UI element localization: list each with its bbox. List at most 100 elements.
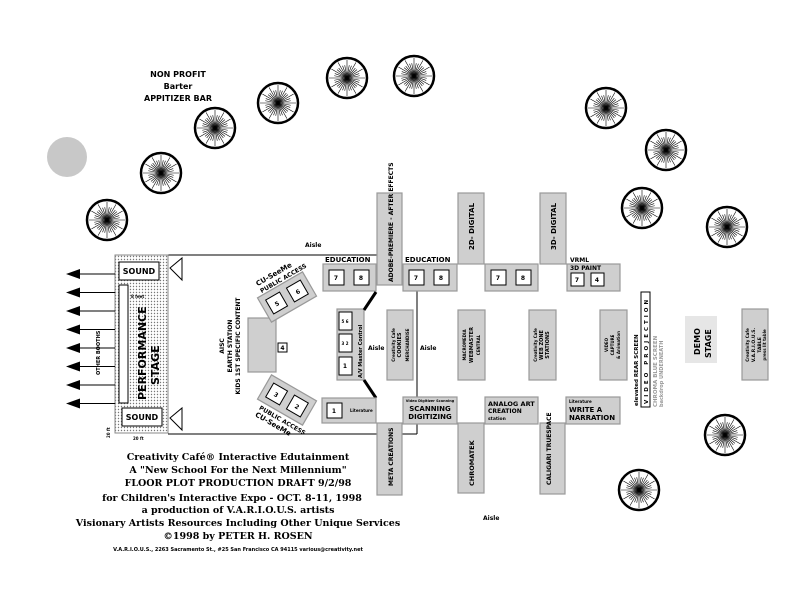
footer-line: Visionary Artists Resources Including Ot… — [75, 518, 400, 529]
webmaster-booth — [457, 309, 486, 381]
station-number: 3 — [272, 391, 279, 399]
chromatek-booth — [457, 422, 485, 494]
3d-digital-label: 3D- DIGITAL — [550, 202, 558, 250]
other-booths-arrows — [66, 269, 115, 409]
station-number: 6 — [295, 288, 302, 296]
arrow-head-icon — [66, 343, 80, 353]
footer-address: V.A.R.I.O.U.S., 2263 Sacramento St., #25… — [113, 547, 363, 553]
tree-icon — [705, 205, 749, 249]
booth-label: VIDEO — [604, 337, 609, 352]
booth-label: MACROMEDIA — [462, 329, 467, 361]
caligari-booth — [539, 422, 566, 495]
write-narration-booth — [565, 396, 621, 425]
stage-title: PERFORMANCE — [136, 306, 149, 400]
station-number: 1 — [332, 408, 336, 415]
booth-label: Creativity Cafe — [391, 328, 396, 362]
connector — [362, 379, 378, 399]
tree-icon — [325, 56, 369, 100]
bar-name: APPITIZER BAR — [144, 94, 212, 103]
tree-icon — [644, 128, 688, 172]
station-number: 4 — [280, 345, 284, 352]
arrow-head-icon — [66, 361, 80, 372]
booth-label: Video Digitizer Scanning — [406, 399, 455, 403]
screen-label: backdrop UNDERNEATH — [659, 341, 665, 407]
booth-label: MERCHANDISE — [405, 328, 410, 361]
footer-line: ©1998 by PETER H. ROSEN — [163, 531, 312, 542]
station-number: 2 — [293, 403, 300, 411]
connector — [362, 291, 378, 311]
screen-label: elevated REAR SCREEN — [634, 334, 640, 406]
tree-icon — [85, 198, 129, 242]
aisle-label: Aisle — [368, 345, 384, 352]
station-number: 8 — [359, 275, 363, 282]
station-number: 5 6 — [342, 319, 349, 324]
booth-label: CREATION — [488, 408, 522, 415]
tree-icon — [703, 413, 747, 457]
aisc-label: EARTH STATION — [227, 320, 234, 373]
booth-label: CAPTURE — [610, 334, 615, 355]
booth-label: station — [488, 416, 506, 422]
booth-label: CALIGARI TRUESPACE — [546, 412, 553, 485]
station-number: 8 — [439, 275, 443, 282]
booth-label: META CREATIONS — [388, 428, 395, 487]
video-projection-screen — [640, 291, 651, 408]
trees — [85, 54, 749, 512]
meta-creations-booth — [376, 422, 403, 496]
station-number: 4 — [595, 277, 599, 284]
demo-stage — [685, 316, 717, 363]
bar-title: NON PROFIT — [150, 70, 206, 79]
riser — [118, 284, 129, 404]
booth-label: Literature — [569, 399, 592, 404]
booth-label: press lit table — [762, 329, 767, 361]
public-access-bottom: 3 2 PUBLIC ACCESS CU-SeeMe — [254, 374, 318, 438]
booth-label: CHROMATEK — [468, 439, 476, 486]
demo-label: DEMO — [693, 328, 702, 355]
footer-credits: Creativity Café® Interactive Edutainment… — [75, 452, 400, 553]
footer-line: for Children's Interactive Expo - OCT. 8… — [102, 493, 362, 504]
arrow-head-icon — [66, 324, 80, 335]
screen-label: VIDEO PROJECTION — [644, 297, 650, 404]
station-box — [277, 342, 288, 353]
speaker-icon — [169, 406, 183, 432]
adobe-booth — [376, 192, 403, 286]
arrow-head-icon — [66, 398, 80, 409]
arrow-head-icon — [66, 380, 80, 390]
booth-label: CENTRAL — [476, 334, 481, 355]
footer-line: a production of V.A.R.I.O.U.S. artists — [142, 505, 335, 516]
2d-digital-label: 2D- DIGITAL — [468, 202, 476, 250]
aisle-label: Aisle — [305, 242, 321, 249]
booth-label: Creativity Cafe — [533, 328, 538, 362]
adobe-label: ADOBE-PREMIERE - AFTER EFFECTS — [388, 162, 395, 282]
footer-line: A "New School For the Next Millennium" — [128, 465, 346, 476]
stage-dimension: 20 ft — [133, 436, 144, 441]
education-label: EDUCATION — [325, 256, 371, 264]
booth-label: WEBMASTER — [469, 327, 475, 363]
booth-label: & Animation — [616, 331, 621, 359]
vrml-sublabel: 3D PAINT — [570, 265, 602, 272]
booth-label: SCANNING — [409, 405, 451, 413]
booth-label: COOKIES — [397, 332, 403, 357]
footer-line: Creativity Café® Interactive Edutainment — [127, 452, 350, 463]
footer-line: FLOOR PLOT PRODUCTION DRAFT 9/2/98 — [125, 478, 352, 489]
web-zone-booth — [528, 309, 557, 381]
tree-icon — [193, 106, 237, 150]
stage-subtitle: STAGE — [149, 345, 162, 385]
booth-label: STATIONS — [545, 331, 551, 359]
vrml-label: VRML — [570, 257, 589, 264]
public-access-top: 5 6 CU-SeeMe PUBLIC ACCESS — [255, 261, 318, 323]
booth-label: WEB ZONE — [539, 329, 545, 360]
tree-icon — [584, 86, 628, 130]
station-number: 8 — [521, 275, 525, 282]
booth-label: DIGITIZING — [408, 413, 452, 421]
sound-label: SOUND — [123, 267, 156, 276]
speaker-icon — [169, 256, 183, 282]
bar-subtitle: Barter — [164, 82, 193, 91]
arrow-head-icon — [66, 269, 80, 279]
arrow-head-icon — [66, 287, 80, 298]
booth-label: V.A.R.I.O.U.S. — [751, 328, 757, 363]
aisle-label: Aisle — [483, 515, 499, 522]
station-number: 3 2 — [342, 341, 349, 346]
tree-icon — [256, 81, 300, 125]
